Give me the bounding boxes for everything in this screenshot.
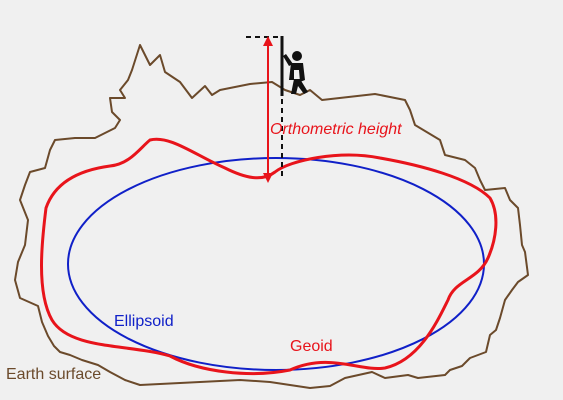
geoid-curve (40, 137, 498, 375)
ellipsoid-label: Ellipsoid (114, 313, 174, 330)
person-holding-survey-pole-icon (280, 36, 308, 96)
earth-surface-label: Earth surface (6, 366, 101, 383)
geoid-label: Geoid (290, 338, 333, 355)
orthometric-height-label: Orthometric height (270, 121, 402, 138)
earth-surface-outline (14, 44, 529, 389)
ellipsoid-ellipse (67, 157, 485, 371)
